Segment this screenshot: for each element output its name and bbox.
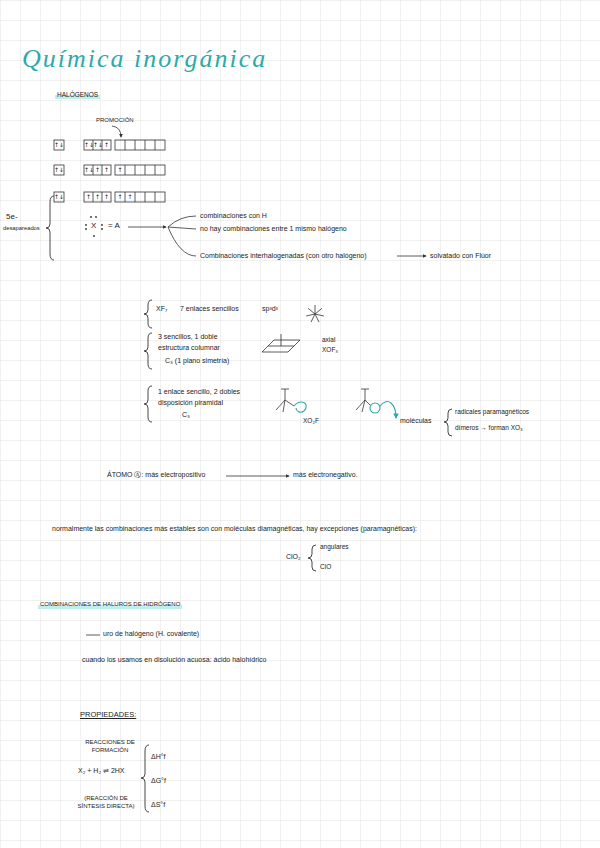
annotation: PROMOCIÓN bbox=[96, 117, 134, 125]
orbital-cell: ↑↓ bbox=[84, 140, 93, 150]
promotion-arrow bbox=[112, 126, 121, 137]
formula: ClO₂ bbox=[286, 553, 301, 562]
note: uro de halógeno (H. covalente) bbox=[103, 630, 199, 639]
note: axial bbox=[322, 336, 335, 344]
formula: sp³d³ bbox=[262, 305, 278, 314]
orbital-cell: ↑ bbox=[115, 165, 125, 175]
molecule-sketches bbox=[262, 305, 371, 412]
formula: X₂ + H₂ ⇌ 2HX bbox=[78, 767, 125, 776]
formula: ΔS°f bbox=[151, 801, 165, 810]
note: más electronegativo. bbox=[293, 471, 358, 480]
note: no hay combinaciones entre 1 mismo halóg… bbox=[200, 225, 347, 234]
note: angulares bbox=[320, 543, 349, 551]
note: C₃ bbox=[182, 411, 190, 420]
orbital-cell: ↑↓ bbox=[93, 140, 102, 150]
note: C₃ (1 plano simetría) bbox=[165, 357, 229, 366]
teal-marks bbox=[294, 402, 396, 418]
arrows bbox=[86, 216, 426, 635]
orbital-cell: ↑ bbox=[84, 192, 93, 202]
note: radicales paramagnéticos bbox=[455, 408, 529, 416]
formula: XOF₃ bbox=[322, 346, 338, 354]
formula: XO₂F bbox=[303, 417, 319, 425]
orbital-cell: ↑↓ bbox=[54, 165, 64, 175]
orbital-cell: ↑ bbox=[115, 192, 125, 202]
formula: XF₇ bbox=[156, 305, 167, 314]
formula: ClO bbox=[320, 563, 331, 571]
note: Combinaciones interhalogenadas (con otro… bbox=[200, 252, 367, 261]
note: estructura columnar bbox=[158, 344, 220, 353]
note: = A bbox=[108, 221, 120, 231]
note: desapareados bbox=[3, 225, 40, 232]
note: combinaciones con H bbox=[200, 212, 267, 221]
note: 5e- bbox=[6, 212, 18, 222]
braces bbox=[46, 196, 452, 812]
orbital-cell: ↑↓ bbox=[54, 192, 64, 202]
orbital-cell: ↑ bbox=[102, 140, 111, 150]
formula: ΔH°f bbox=[151, 753, 165, 762]
note: 1 enlace sencillo, 2 dobles bbox=[158, 388, 240, 397]
orbital-cell: ↑ bbox=[102, 165, 111, 175]
orbital-cell: ↑ bbox=[102, 192, 111, 202]
note: dímeros → forman XO₃ bbox=[455, 424, 523, 432]
note: 3 sencillos, 1 doble bbox=[158, 333, 218, 342]
lewis-dots bbox=[85, 216, 103, 237]
note: cuando los usamos en disolución acuosa: … bbox=[82, 656, 266, 665]
note: normalmente las combinaciones más establ… bbox=[52, 525, 417, 534]
note: moléculas bbox=[400, 417, 432, 426]
note: disposición piramidal bbox=[158, 399, 223, 408]
section-heading: HALÓGENOS bbox=[55, 91, 100, 99]
orbital-cell: ↑ bbox=[125, 192, 135, 202]
orbital-cell: ↑ bbox=[93, 192, 102, 202]
section-heading: COMBINACIONES DE HALUROS DE HIDRÓGENO bbox=[38, 601, 182, 609]
formula: ΔG°f bbox=[151, 777, 166, 786]
note: REACCIONES DE FORMACIÓN bbox=[80, 739, 140, 754]
orbital-boxes bbox=[54, 140, 165, 202]
orbital-cell: ↑↓ bbox=[84, 165, 93, 175]
note: ÁTOMO Ⓐ: más electropositivo bbox=[107, 471, 205, 480]
note: 7 enlaces sencillos bbox=[180, 305, 239, 314]
note: (REACCIÓN DE SÍNTESIS DIRECTA) bbox=[73, 795, 139, 810]
element-symbol: X bbox=[91, 221, 96, 231]
orbital-cell: ↑↓ bbox=[54, 140, 64, 150]
section-heading: PROPIEDADES: bbox=[80, 710, 136, 719]
orbital-cell: ↑ bbox=[93, 165, 102, 175]
note: solvatado con Flúor bbox=[430, 252, 491, 261]
page-title: Química inorgánica bbox=[22, 44, 267, 74]
